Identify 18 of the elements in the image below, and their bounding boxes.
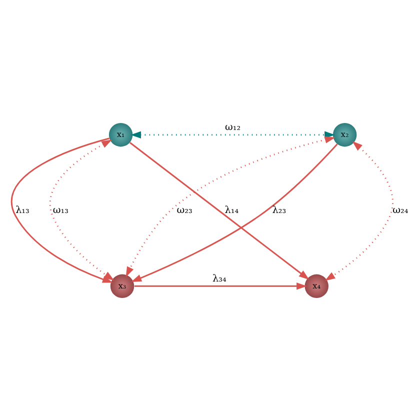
edge-label: λ₁₄ [224,204,239,216]
arrow [130,130,335,138]
arrow [50,139,114,280]
arrow [134,282,307,290]
edge-label: ω₂₄ [392,204,408,216]
node-circle: x₂ [332,122,357,146]
edge-label: λ₃₄ [212,272,226,284]
edge-label: ω₂₃ [176,204,192,216]
node-circle: x₃ [110,274,134,298]
edge-label: ω₁₂ [225,121,241,132]
arrow [324,140,394,280]
edge-label: ω₁₃ [52,204,68,216]
node-circle: x₁ [108,122,133,146]
edge-label: λ₂₃ [272,204,286,216]
arrow [130,142,310,280]
arrow [11,137,113,282]
edge-label: λ₁₃ [16,204,30,216]
node-circle: x₄ [304,274,328,298]
